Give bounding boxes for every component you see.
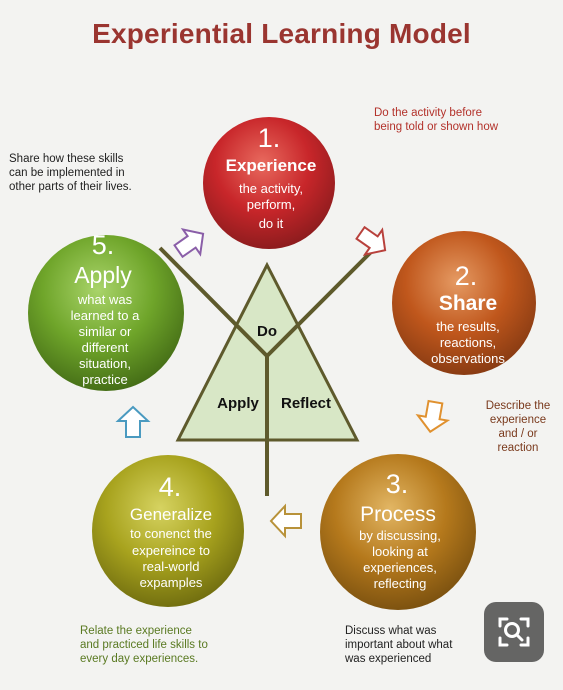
svg-text:1.: 1.: [258, 123, 281, 153]
svg-text:Share: Share: [439, 292, 497, 315]
svg-text:situation,: situation,: [79, 356, 131, 371]
y-line-right: [265, 246, 377, 358]
arrow-apply-to-experience-icon: [173, 228, 205, 259]
svg-text:Generalize: Generalize: [130, 505, 212, 524]
arrow-share-to-process-icon: [415, 399, 451, 434]
arrow-generalize-to-apply-icon: [115, 405, 151, 438]
svg-text:4.: 4.: [159, 472, 182, 502]
image-search-icon: [498, 617, 530, 647]
arrow-process-to-generalize-icon: [269, 503, 302, 539]
svg-text:5.: 5.: [92, 230, 115, 260]
svg-text:learned to a: learned to a: [71, 308, 140, 323]
svg-text:experiences,: experiences,: [363, 560, 437, 575]
step-share: 2. Share the results, reactions, observa…: [392, 231, 536, 375]
svg-text:Experience: Experience: [226, 156, 317, 175]
svg-text:looking at: looking at: [372, 544, 428, 559]
svg-text:3.: 3.: [386, 469, 409, 499]
svg-text:what was: what was: [77, 292, 133, 307]
svg-text:expamples: expamples: [140, 575, 203, 590]
svg-text:reactions,: reactions,: [440, 335, 496, 350]
step-generalize: 4. Generalize to conenct the expereince …: [92, 455, 244, 607]
page-title: Experiential Learning Model: [92, 18, 471, 49]
arrow-experience-to-share-icon: [355, 225, 387, 256]
svg-text:do it: do it: [259, 216, 284, 231]
image-search-button[interactable]: [484, 602, 544, 662]
svg-text:different: different: [82, 340, 129, 355]
svg-text:2.: 2.: [455, 261, 478, 291]
svg-text:practice: practice: [82, 372, 128, 387]
svg-text:Apply: Apply: [74, 262, 132, 288]
svg-text:reflecting: reflecting: [374, 576, 427, 591]
step-apply: 5. Apply what was learned to a similar o…: [28, 230, 184, 391]
svg-text:Process: Process: [360, 503, 436, 526]
svg-text:the results,: the results,: [436, 319, 500, 334]
triangle-label-apply: Apply: [217, 395, 259, 412]
svg-text:expereince to: expereince to: [132, 543, 210, 558]
step-process: 3. Process by discussing, looking at exp…: [320, 454, 476, 610]
svg-text:the activity,: the activity,: [239, 181, 303, 196]
triangle-label-reflect: Reflect: [281, 395, 331, 412]
svg-text:perform,: perform,: [247, 197, 295, 212]
triangle-label-do: Do: [257, 323, 277, 340]
y-line-left: [158, 246, 269, 358]
svg-text:to conenct the: to conenct the: [130, 526, 212, 541]
svg-text:real-world: real-world: [142, 559, 199, 574]
step-experience: 1. Experience the activity, perform, do …: [203, 117, 335, 249]
svg-text:by discussing,: by discussing,: [359, 528, 441, 543]
svg-text:observations: observations: [431, 351, 505, 366]
svg-text:similar or: similar or: [79, 324, 132, 339]
